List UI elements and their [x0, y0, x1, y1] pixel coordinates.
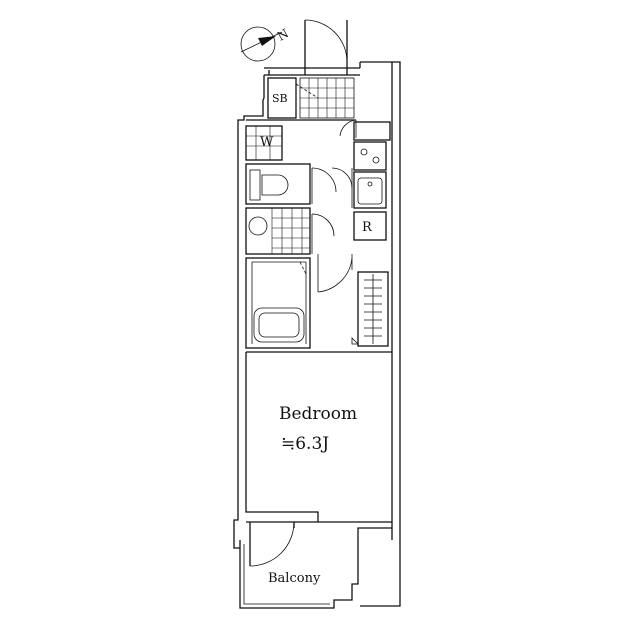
balcony-label: Balcony	[268, 571, 321, 586]
bedroom-name-label: Bedroom	[279, 404, 357, 424]
storage-sb-area: SB	[267, 77, 355, 119]
bedroom-area: Bedroom ≒6.3J	[245, 351, 392, 523]
outer-walls	[233, 61, 401, 607]
kitchen-area	[331, 141, 387, 209]
toilet-area	[245, 163, 337, 205]
corridor-door	[317, 254, 353, 293]
bedroom-size-label: ≒6.3J	[281, 434, 329, 454]
north-letter: N	[275, 26, 291, 43]
washer-area: W	[245, 125, 283, 161]
storage-sb-label: SB	[272, 92, 288, 105]
washer-w-label: W	[260, 135, 274, 150]
compass-icon: N	[240, 26, 291, 62]
balcony-area: Balcony	[239, 527, 392, 609]
entrance-door-icon	[304, 19, 348, 75]
fridge-area: R	[353, 211, 387, 241]
fridge-r-label: R	[362, 220, 373, 235]
closet-area	[351, 271, 389, 347]
washroom-area	[245, 207, 335, 255]
balcony-door	[249, 521, 295, 567]
bathroom-area	[245, 257, 311, 349]
entry-walls	[246, 119, 391, 141]
